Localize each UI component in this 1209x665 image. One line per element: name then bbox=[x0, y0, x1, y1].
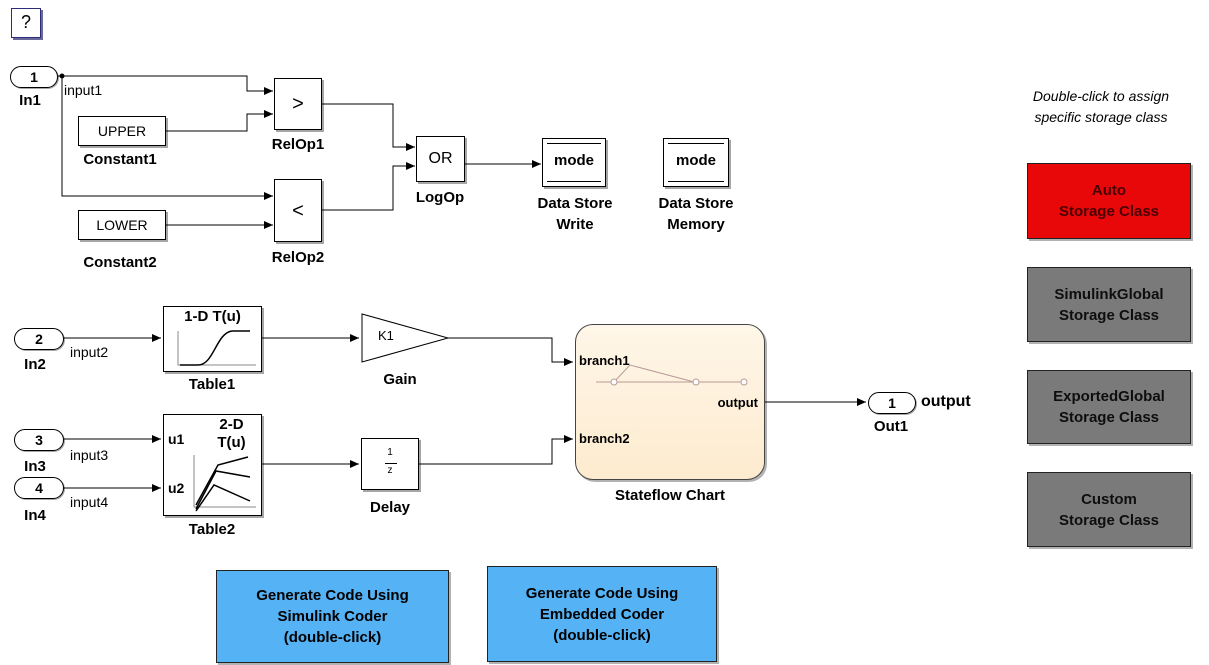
relop2-block[interactable]: < bbox=[274, 179, 322, 242]
delay-fraction-bar bbox=[385, 463, 397, 464]
inport-in3[interactable]: 3 bbox=[14, 429, 64, 451]
wire-delay-sf bbox=[419, 435, 573, 465]
delay-denominator: z bbox=[387, 465, 393, 476]
constant2-block[interactable]: LOWER bbox=[78, 210, 166, 240]
signal-output-label: output bbox=[921, 393, 971, 410]
table1-label: Table1 bbox=[188, 376, 236, 393]
wire-relop1-logop bbox=[322, 103, 415, 151]
stateflow-input-branch1: branch1 bbox=[579, 353, 630, 368]
relop1-block[interactable]: > bbox=[274, 78, 322, 130]
wire-in1-relop2 bbox=[61, 76, 273, 200]
table1-curve-icon bbox=[177, 330, 256, 366]
inport-in2-number: 2 bbox=[35, 331, 43, 347]
inport-in2-label: In2 bbox=[24, 356, 46, 373]
delay-numerator: 1 bbox=[387, 447, 393, 458]
stateflow-input-branch2: branch2 bbox=[579, 431, 630, 446]
inport-in1[interactable]: 1 bbox=[10, 66, 58, 88]
data-store-memory-block[interactable]: mode bbox=[663, 138, 729, 187]
table1-block[interactable]: 1-D T(u) bbox=[163, 306, 262, 372]
outport-out1-label: Out1 bbox=[873, 418, 909, 435]
constant2-label: Constant2 bbox=[83, 254, 157, 271]
table2-label: Table2 bbox=[188, 521, 236, 538]
inport-in4[interactable]: 4 bbox=[14, 477, 64, 499]
delay-label: Delay bbox=[369, 499, 411, 516]
wire-const1-relop1 bbox=[166, 110, 273, 132]
wire-gain-sf bbox=[448, 337, 573, 366]
logop-label: LogOp bbox=[415, 189, 465, 206]
data-store-write-var: mode bbox=[553, 152, 594, 169]
inport-in4-label: In4 bbox=[24, 507, 46, 524]
help-button[interactable]: ? bbox=[11, 8, 41, 38]
signal-input4-label: input4 bbox=[70, 494, 109, 510]
inport-in2[interactable]: 2 bbox=[14, 328, 64, 350]
outport-out1-number: 1 bbox=[888, 395, 896, 411]
table2-input-u1: u1 bbox=[168, 431, 185, 447]
stateflow-chart-label: Stateflow Chart bbox=[614, 487, 726, 504]
wire-in1-relop1 bbox=[58, 75, 273, 95]
gain-value: K1 bbox=[378, 328, 394, 343]
outport-out1[interactable]: 1 bbox=[868, 392, 916, 414]
signal-input2-label: input2 bbox=[70, 344, 109, 360]
signal-input3-label: input3 bbox=[70, 447, 109, 463]
inport-in1-label: In1 bbox=[19, 92, 41, 109]
data-store-memory-var: mode bbox=[675, 152, 716, 169]
data-store-write-block[interactable]: mode bbox=[542, 138, 606, 187]
relop2-label: RelOp2 bbox=[271, 249, 325, 266]
branch-point bbox=[59, 73, 65, 79]
delay-block[interactable]: 1 z bbox=[361, 438, 419, 490]
constant1-block[interactable]: UPPER bbox=[78, 116, 166, 146]
signal-input1-label: input1 bbox=[64, 82, 103, 98]
stateflow-graph-icon bbox=[596, 364, 748, 386]
table2-curves-icon bbox=[193, 455, 256, 512]
table2-input-u2: u2 bbox=[168, 480, 185, 496]
stateflow-output: output bbox=[717, 395, 758, 410]
gain-label: Gain bbox=[383, 371, 417, 388]
inport-in1-number: 1 bbox=[30, 69, 38, 85]
logop-block[interactable]: OR bbox=[416, 136, 465, 182]
inport-in3-number: 3 bbox=[35, 432, 43, 448]
table1-title: 1-D T(u) bbox=[184, 308, 241, 325]
stateflow-chart-block[interactable]: branch1 branch2 output bbox=[575, 324, 765, 480]
inport-in3-label: In3 bbox=[24, 458, 46, 475]
inport-in4-number: 4 bbox=[35, 480, 43, 496]
gain-block[interactable] bbox=[360, 312, 452, 364]
relop1-label: RelOp1 bbox=[271, 136, 325, 153]
constant1-label: Constant1 bbox=[83, 151, 157, 168]
wire-relop2-logop bbox=[322, 162, 415, 211]
